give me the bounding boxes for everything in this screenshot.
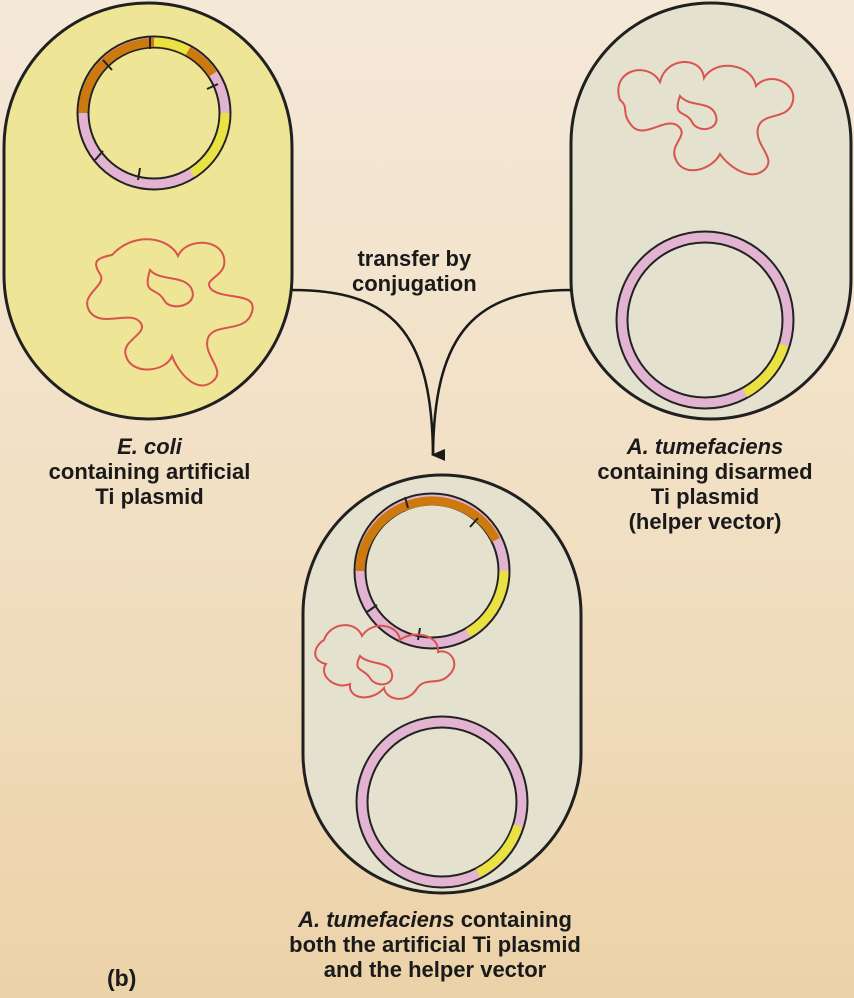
result-cell — [303, 475, 581, 893]
ecoli-label-name: E. coli — [22, 434, 277, 459]
result-label: A. tumefaciens containing both the artif… — [230, 907, 640, 982]
ecoli-cell-body — [4, 3, 292, 419]
transfer-label-line1: transfer by — [352, 246, 477, 271]
agro-label-line4: (helper vector) — [560, 509, 850, 534]
result-label-line1-rest: containing — [455, 907, 572, 932]
panel-letter: (b) — [107, 966, 136, 991]
agro-label-line3: Ti plasmid — [560, 484, 850, 509]
result-label-line1: A. tumefaciens containing — [230, 907, 640, 932]
arrow-from-ecoli — [292, 290, 433, 455]
arrow-from-agro — [433, 290, 571, 455]
agro-label-line2: containing disarmed — [560, 459, 850, 484]
ecoli-label-line2: containing artificial — [22, 459, 277, 484]
agro-label-name: A. tumefaciens — [560, 434, 850, 459]
result-label-line3: and the helper vector — [230, 957, 640, 982]
ecoli-label-line3: Ti plasmid — [22, 484, 277, 509]
result-cell-body — [303, 475, 581, 893]
ecoli-label: E. coli containing artificial Ti plasmid — [22, 434, 277, 509]
transfer-label: transfer by conjugation — [352, 246, 477, 296]
agro-label: A. tumefaciens containing disarmed Ti pl… — [560, 434, 850, 534]
agro-cell-body — [571, 3, 851, 419]
result-label-line2: both the artificial Ti plasmid — [230, 932, 640, 957]
result-label-name: A. tumefaciens — [298, 907, 455, 932]
agro-cell — [571, 3, 851, 419]
ecoli-cell — [4, 3, 292, 419]
transfer-label-line2: conjugation — [352, 271, 477, 296]
